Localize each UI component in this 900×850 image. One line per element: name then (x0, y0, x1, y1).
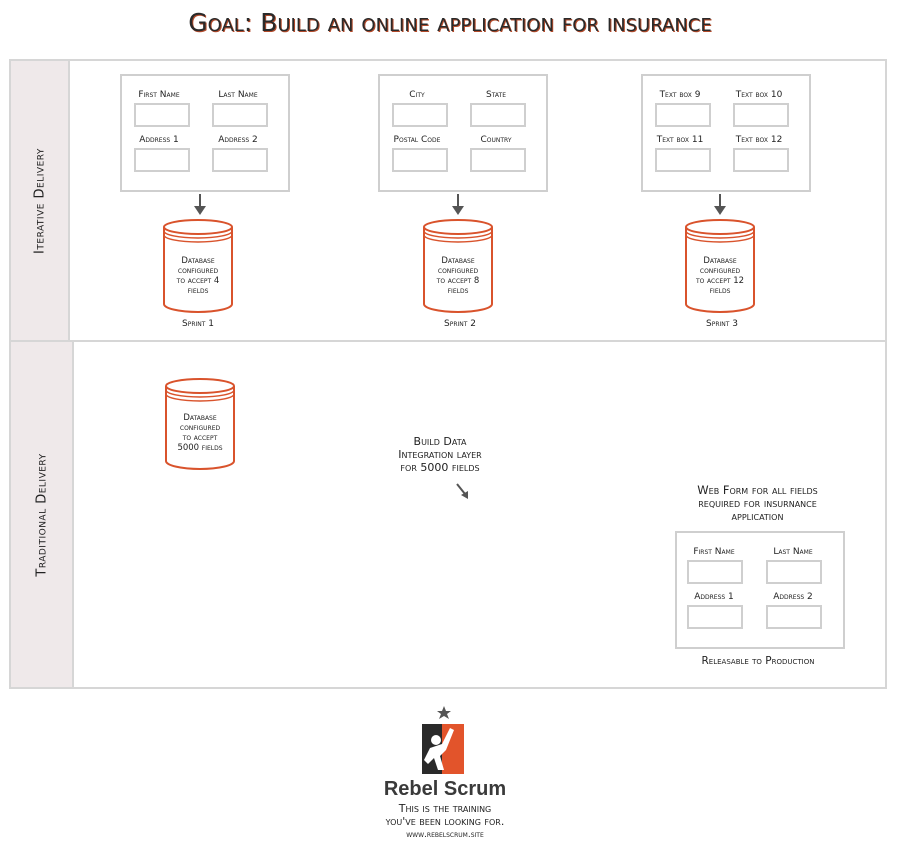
database-caption: Database configured to accept 8 fields (436, 256, 480, 296)
form-field-label: Text box 10 (735, 90, 783, 100)
form-field-label: Address 2 (218, 135, 258, 145)
sprint-label: Sprint 2 (443, 319, 476, 329)
webform-title: Web Form for all fields required for ins… (697, 483, 818, 523)
diagonal-arrow-icon (456, 483, 468, 499)
brand-tagline: This is the training you've been looking… (385, 802, 505, 828)
down-arrow-icon (452, 194, 464, 215)
form-field-input (733, 103, 789, 127)
sprint2-form: City State Postal Code Country (378, 74, 548, 192)
database-icon (423, 219, 493, 313)
down-arrow-icon (714, 194, 726, 215)
form-field-input (470, 103, 526, 127)
form-field-input (687, 605, 743, 629)
traditional-lane-label: Traditional Delivery (34, 452, 49, 577)
database-icon (163, 219, 233, 313)
database-caption: Database configured to accept 12 fields (695, 256, 745, 296)
form-field-label: Address 1 (694, 592, 734, 602)
form-field-input (655, 148, 711, 172)
database-caption: Database configured to accept 4 fields (176, 256, 220, 296)
releasable-text: Releasable to Production (701, 655, 815, 667)
form-field-label: Address 2 (773, 592, 813, 602)
sprint1-form: First Name Last Name Address 1 Address 2 (120, 74, 290, 192)
database-icon (685, 219, 755, 313)
traditional-lane-label-box: Traditional Delivery (11, 342, 74, 687)
form-field-label: State (485, 90, 506, 100)
form-field-input (134, 103, 190, 127)
form-field-input (687, 560, 743, 584)
form-field-label: Text box 12 (735, 135, 783, 145)
form-field-label: Postal Code (393, 135, 441, 145)
form-field-label: Address 1 (139, 135, 179, 145)
form-field-label: Text box 11 (656, 135, 704, 145)
form-field-input (392, 103, 448, 127)
sprint3-form: Text box 9 Text box 10 Text box 11 Text … (641, 74, 811, 192)
form-field-label: Last Name (773, 547, 813, 557)
brand-name: Rebel Scrum (383, 778, 507, 800)
database-icon (165, 378, 235, 470)
form-field-label: Text box 9 (659, 90, 701, 100)
brand-url: www.rebelscrum.site (406, 830, 484, 840)
down-arrow-icon (194, 194, 206, 215)
form-field-label: First Name (138, 90, 180, 100)
form-field-input (212, 148, 268, 172)
form-field-input (766, 605, 822, 629)
form-field-input (134, 148, 190, 172)
database-caption: Database configured to accept 5000 field… (177, 413, 223, 453)
form-field-label: City (409, 90, 425, 100)
page-title: Goal: Build an online application for in… (188, 8, 712, 37)
integration-layer-text: Build Data Integration layer for 5000 fi… (398, 435, 482, 474)
iterative-lane-label-box: Iterative Delivery (11, 61, 70, 340)
iterative-lane-label: Iterative Delivery (32, 147, 47, 254)
form-field-input (733, 148, 789, 172)
form-field-input (766, 560, 822, 584)
sprint-label: Sprint 3 (705, 319, 738, 329)
form-field-input (392, 148, 448, 172)
form-field-label: Last Name (218, 90, 258, 100)
form-field-input (470, 148, 526, 172)
form-field-label: First Name (693, 547, 735, 557)
form-field-input (655, 103, 711, 127)
form-field-input (212, 103, 268, 127)
sprint-label: Sprint 1 (181, 319, 214, 329)
webform-box: First Name Last Name Address 1 Address 2 (675, 531, 845, 649)
rebel-scrum-logo-icon (422, 706, 464, 774)
form-field-label: Country (480, 135, 512, 145)
